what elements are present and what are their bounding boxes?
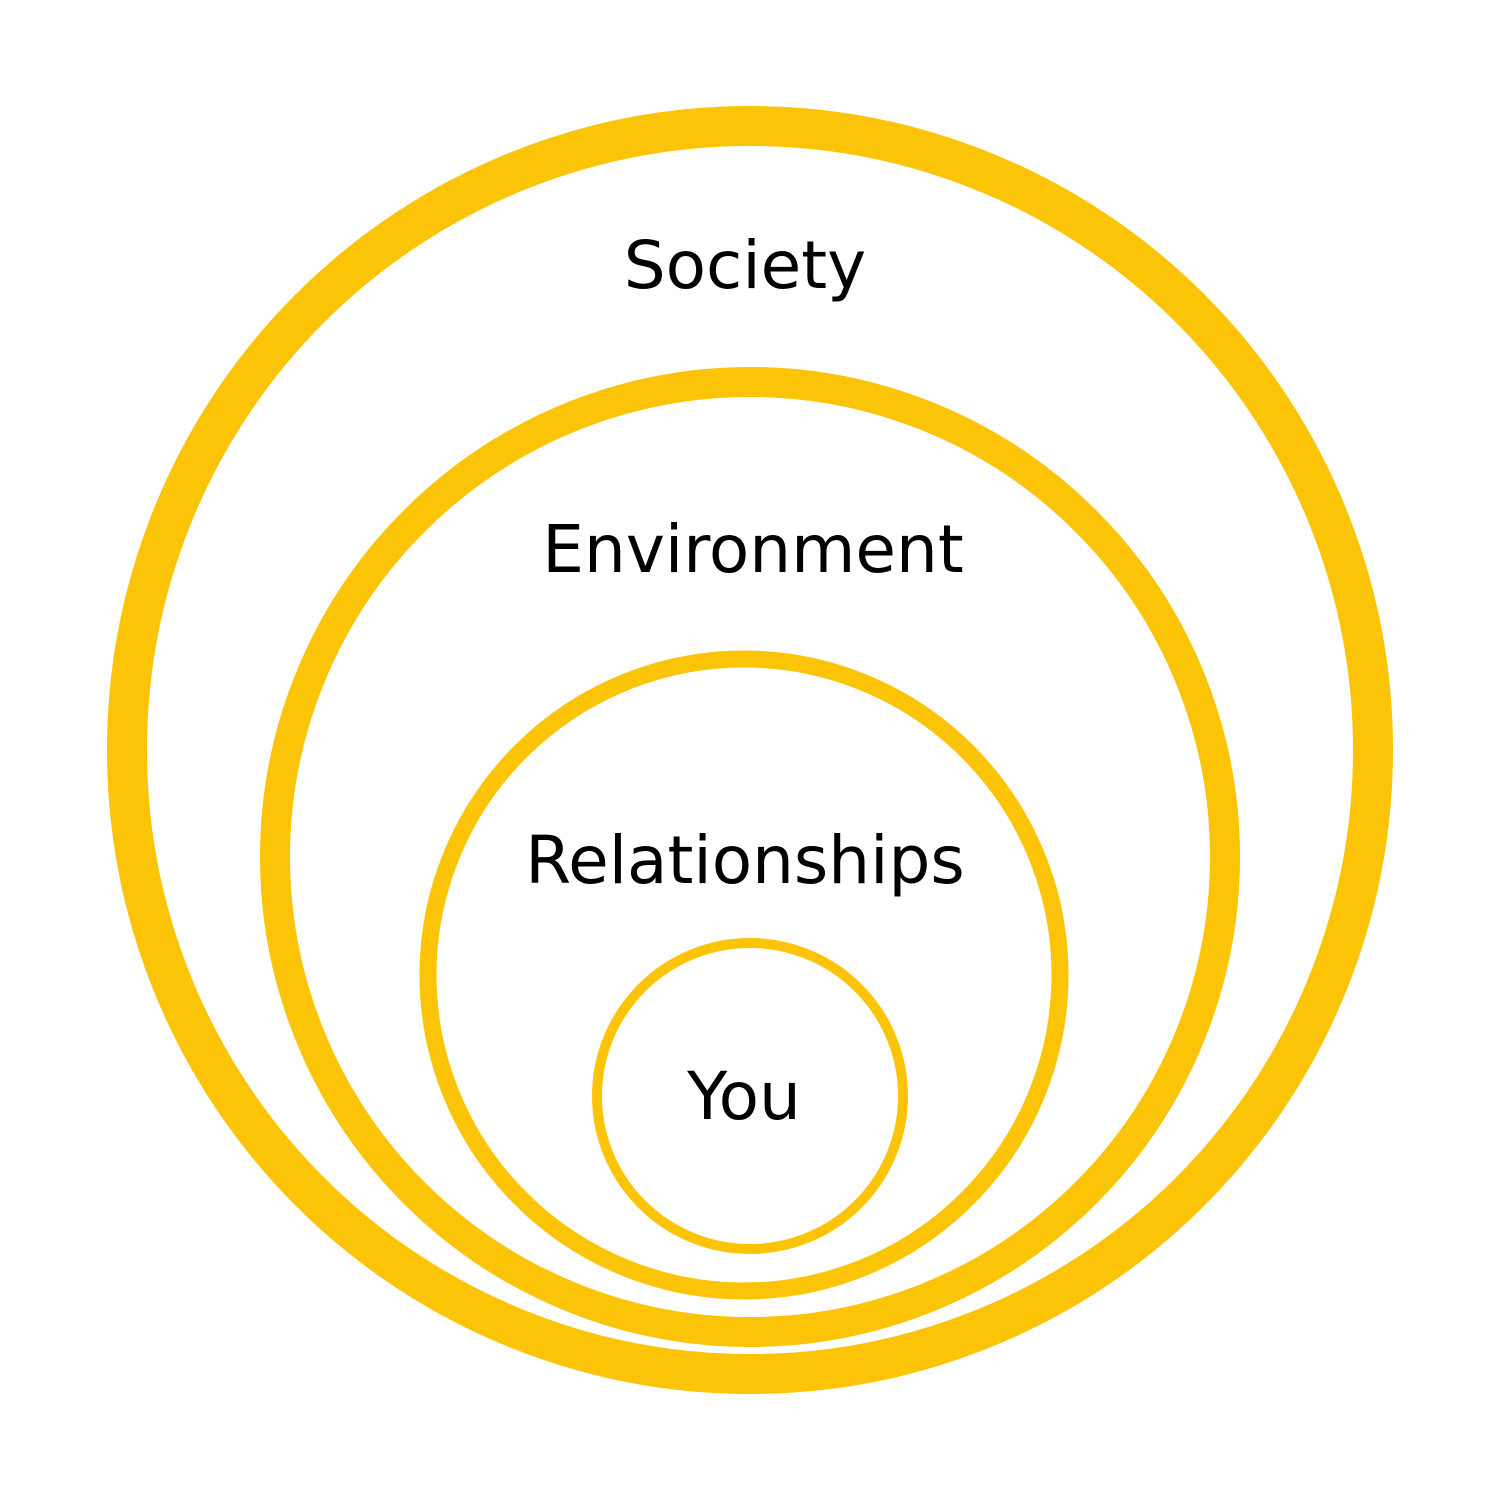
relationships-label: Relationships (525, 822, 965, 899)
environment-label: Environment (542, 511, 963, 588)
society-label: Society (624, 227, 866, 304)
relationships-ring (419, 650, 1069, 1300)
society-ring (107, 106, 1393, 1394)
you-label: You (686, 1058, 801, 1135)
environment-ring (260, 367, 1240, 1347)
you-ring (592, 938, 908, 1254)
